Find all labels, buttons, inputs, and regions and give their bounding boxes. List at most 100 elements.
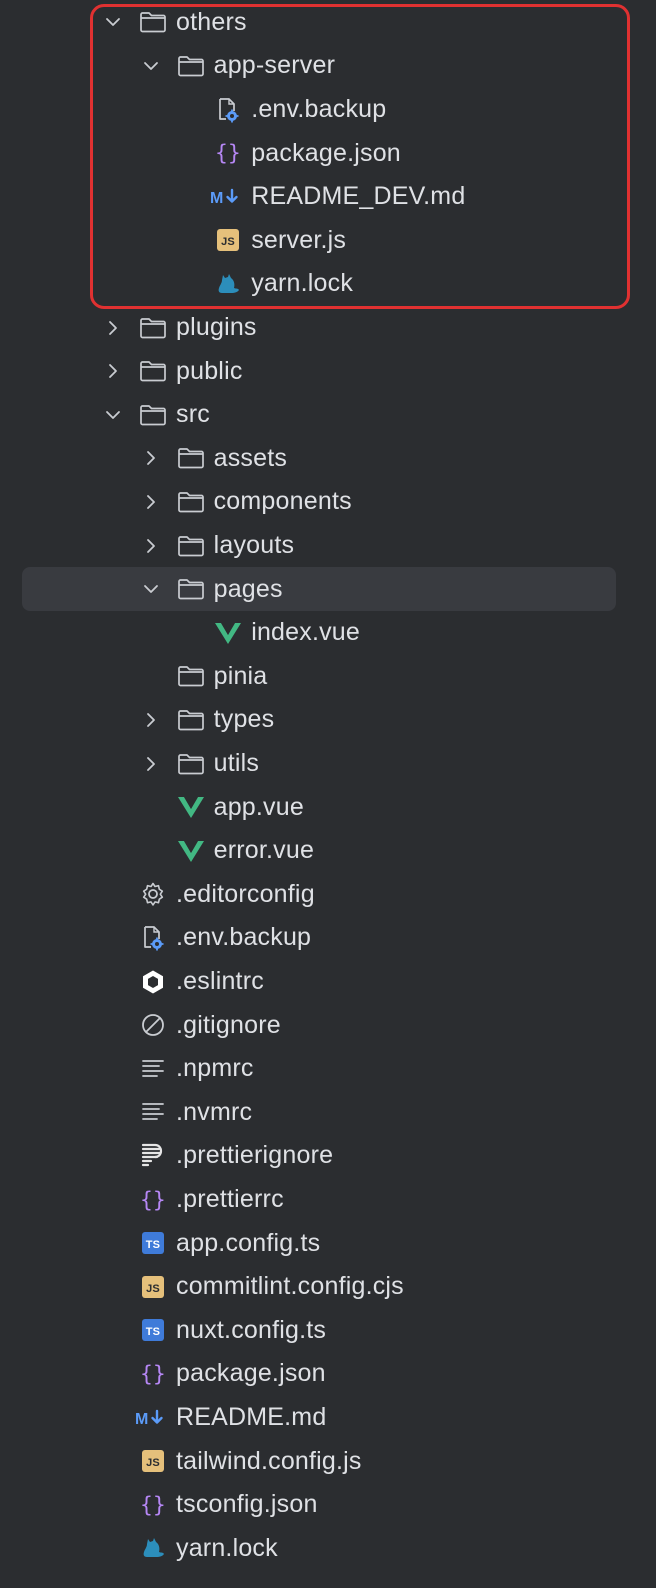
text-lines-icon xyxy=(139,1098,167,1126)
json-icon: {} xyxy=(139,1360,167,1388)
javascript-icon: JS xyxy=(214,226,242,254)
tree-item-label: app.vue xyxy=(213,792,304,821)
tree-row[interactable]: .npmrc xyxy=(0,1047,656,1091)
chevron-right-icon[interactable] xyxy=(140,491,162,513)
tree-row[interactable]: others xyxy=(0,1,656,45)
folder-icon xyxy=(177,662,205,690)
tree-item-label: server.js xyxy=(251,225,347,254)
tree-row[interactable]: layouts xyxy=(0,524,656,568)
env-file-icon xyxy=(214,96,242,124)
tree-row[interactable]: public xyxy=(0,349,656,393)
svg-text:M: M xyxy=(210,190,224,207)
tree-row[interactable]: yarn.lock xyxy=(0,262,656,306)
tree-row[interactable]: index.vue xyxy=(0,611,656,655)
tree-item-label: utils xyxy=(213,749,260,778)
typescript-icon: TS xyxy=(139,1316,167,1344)
tree-item-label: types xyxy=(213,705,275,734)
folder-icon xyxy=(139,357,167,385)
tree-item-label: .editorconfig xyxy=(176,879,315,908)
tree-row[interactable]: assets xyxy=(0,437,656,481)
ignore-icon xyxy=(139,1011,167,1039)
tree-item-label: .eslintrc xyxy=(176,967,264,996)
folder-icon xyxy=(139,8,167,36)
tree-row[interactable]: JS commitlint.config.cjs xyxy=(0,1265,656,1309)
javascript-icon: JS xyxy=(139,1447,167,1475)
tree-row[interactable]: error.vue xyxy=(0,829,656,873)
markdown-icon: M xyxy=(210,183,244,211)
tree-row[interactable]: src xyxy=(0,393,656,437)
svg-text:JS: JS xyxy=(221,236,235,248)
chevron-right-icon[interactable] xyxy=(140,447,162,469)
tree-row[interactable]: .env.backup xyxy=(0,88,656,132)
tree-item-label: package.json xyxy=(251,138,401,167)
tree-item-label: .npmrc xyxy=(176,1054,254,1083)
tree-row[interactable]: .editorconfig xyxy=(0,873,656,917)
tree-row[interactable]: types xyxy=(0,698,656,742)
svg-text:{}: {} xyxy=(140,1493,166,1517)
json-icon: {} xyxy=(139,1186,167,1214)
tree-item-label: .prettierignore xyxy=(176,1141,334,1170)
chevron-down-icon[interactable] xyxy=(140,578,162,600)
svg-text:JS: JS xyxy=(146,1457,160,1469)
vue-icon xyxy=(177,793,205,821)
prettier-icon xyxy=(139,1142,167,1170)
tree-row[interactable]: {} package.json xyxy=(0,131,656,175)
markdown-icon: M xyxy=(135,1404,169,1432)
tree-item-label: README.md xyxy=(176,1403,327,1432)
tree-item-label: .prettierrc xyxy=(176,1185,284,1214)
tree-item-label: .nvmrc xyxy=(176,1097,253,1126)
tree-row[interactable]: pinia xyxy=(0,655,656,699)
tree-row[interactable]: yarn.lock xyxy=(0,1527,656,1571)
tree-row[interactable]: .env.backup xyxy=(0,916,656,960)
javascript-icon: JS xyxy=(139,1273,167,1301)
vue-icon xyxy=(214,619,242,647)
tree-item-label: layouts xyxy=(213,531,295,560)
folder-icon xyxy=(177,532,205,560)
tree-item-label: yarn.lock xyxy=(251,269,354,298)
tree-item-label: public xyxy=(176,356,243,385)
chevron-down-icon[interactable] xyxy=(102,404,124,426)
json-icon: {} xyxy=(214,139,242,167)
svg-text:{}: {} xyxy=(140,1362,166,1386)
tree-row[interactable]: plugins xyxy=(0,306,656,350)
tree-item-label: commitlint.config.cjs xyxy=(176,1272,404,1301)
folder-icon xyxy=(177,52,205,80)
svg-text:TS: TS xyxy=(146,1326,160,1338)
tree-row[interactable]: .gitignore xyxy=(0,1003,656,1047)
chevron-right-icon[interactable] xyxy=(140,753,162,775)
tree-row[interactable]: pages xyxy=(0,567,656,611)
tree-row[interactable]: components xyxy=(0,480,656,524)
chevron-down-icon[interactable] xyxy=(140,55,162,77)
svg-text:TS: TS xyxy=(146,1239,160,1251)
tree-row[interactable]: app.vue xyxy=(0,785,656,829)
text-lines-icon xyxy=(139,1055,167,1083)
tree-row[interactable]: {}tsconfig.json xyxy=(0,1483,656,1527)
svg-text:{}: {} xyxy=(140,1188,166,1212)
tree-row[interactable]: .prettierignore xyxy=(0,1134,656,1178)
chevron-right-icon[interactable] xyxy=(140,709,162,731)
folder-icon xyxy=(139,314,167,342)
tree-row[interactable]: {} .prettierrc xyxy=(0,1178,656,1222)
tree-row[interactable]: JS server.js xyxy=(0,219,656,263)
tree-item-label: package.json xyxy=(176,1359,326,1388)
chevron-down-icon[interactable] xyxy=(102,11,124,33)
chevron-right-icon[interactable] xyxy=(102,360,124,382)
tree-row[interactable]: .eslintrc xyxy=(0,960,656,1004)
eslint-icon xyxy=(139,968,167,996)
tree-row[interactable]: {} package.json xyxy=(0,1352,656,1396)
folder-icon xyxy=(177,488,205,516)
vue-icon xyxy=(177,837,205,865)
tree-row[interactable]: app-server xyxy=(0,44,656,88)
tree-row[interactable]: utils xyxy=(0,742,656,786)
chevron-right-icon[interactable] xyxy=(102,317,124,339)
tree-item-label: .gitignore xyxy=(176,1010,281,1039)
tree-item-label: others xyxy=(176,7,247,36)
svg-text:{}: {} xyxy=(215,141,241,165)
chevron-right-icon[interactable] xyxy=(140,535,162,557)
tree-row[interactable]: .nvmrc xyxy=(0,1091,656,1135)
